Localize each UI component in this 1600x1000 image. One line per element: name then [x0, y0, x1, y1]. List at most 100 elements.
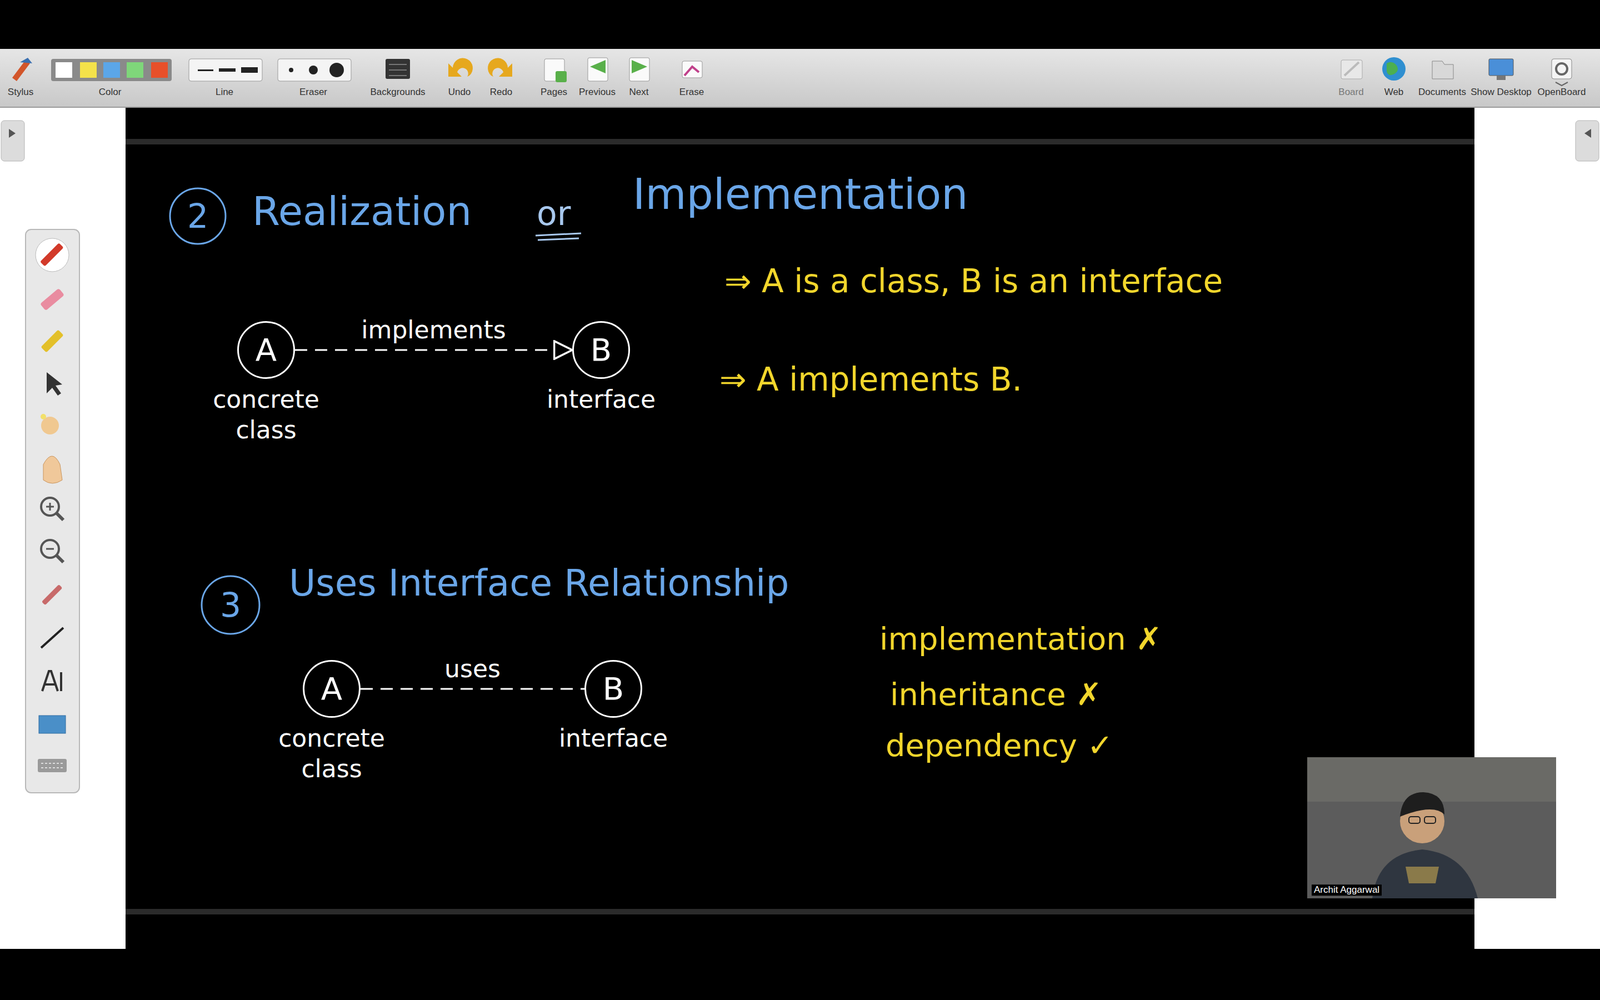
underline [535, 233, 582, 236]
board-rule [125, 138, 1475, 145]
webcam [1424, 816, 1436, 824]
tool-palette [42, 671, 62, 692]
note: inheritance ✗ [890, 676, 1102, 713]
tool-palette [56, 512, 64, 520]
callout-number: 3 [220, 586, 242, 625]
board-rule [125, 138, 1475, 915]
tool-palette [46, 372, 63, 396]
edge-label: uses [441, 655, 504, 684]
toolbar-icon [308, 65, 318, 75]
toolbar-icon [329, 62, 344, 78]
node-letter: A [255, 332, 277, 368]
toolbar-icon [1432, 61, 1454, 79]
toolbar-icon [385, 58, 410, 79]
tool-palette [49, 502, 52, 511]
webcam [1405, 866, 1439, 884]
realization-arrow [295, 349, 573, 352]
side-tab [1, 120, 1599, 162]
screen-frame [0, 0, 1600, 49]
webcam [1400, 792, 1445, 817]
side-tab [1584, 128, 1592, 138]
edge-label: implements [357, 316, 509, 345]
screen-frame [0, 106, 1600, 108]
side-tab [1, 120, 25, 162]
tool-palette [38, 715, 66, 734]
toolbar-icon [20, 57, 33, 64]
tool-palette [41, 767, 64, 769]
toolbar-icon [126, 62, 144, 78]
toolbar-icon [448, 58, 473, 77]
node-letter: A [321, 671, 343, 707]
node-caption: concrete class [193, 383, 339, 445]
toolbar-label: Undo [448, 86, 472, 98]
toolbar-icon [55, 62, 73, 78]
class-circle: Aconcrete class [237, 321, 295, 379]
note: implementation ✗ [879, 621, 1162, 657]
toolbar-icon [629, 57, 650, 82]
tool-palette [37, 758, 67, 773]
callout-number: 2 [187, 197, 209, 236]
toolbar-icon [218, 68, 236, 72]
tool-palette [25, 229, 80, 793]
toolbar-icon [103, 62, 120, 78]
toolbar-icon [1555, 82, 1568, 86]
tool-palette [46, 548, 54, 550]
screen-frame [0, 48, 1600, 108]
node-letter: B [602, 671, 624, 707]
toolbar-icon [151, 62, 168, 78]
toolbar-icon [277, 58, 352, 82]
note: ⇒ A is a class, B is an interface [724, 262, 1223, 300]
toolbar-icon [587, 57, 608, 82]
toolbar-label: Backgrounds [370, 86, 425, 98]
tool-palette [41, 627, 64, 648]
node-caption: interface [541, 722, 686, 754]
tool-palette [35, 238, 69, 272]
toolbar-label: Pages [540, 86, 568, 98]
tool-palette [25, 229, 80, 793]
node-caption: interface [528, 383, 674, 415]
note: ⇒ A implements B. [719, 361, 1023, 399]
toolbar-icon [12, 57, 1572, 86]
toolbar-icon [1551, 58, 1572, 79]
underline [535, 233, 582, 240]
uses-dependency [360, 688, 585, 690]
webcam [1408, 816, 1420, 824]
toolbar-icon [1382, 57, 1406, 81]
toolbar-icon [188, 58, 263, 82]
toolbar-icon [288, 67, 294, 73]
tool-palette [40, 288, 65, 312]
number-circle [201, 576, 260, 634]
toolbar-label: Eraser [299, 86, 328, 98]
toolbar-label: Board [1338, 86, 1364, 98]
tool-palette [41, 584, 63, 605]
node-caption: concrete class [259, 722, 404, 784]
toolbar-icon [51, 58, 172, 82]
toolbar-label: Stylus [7, 86, 34, 98]
webcam [1307, 757, 1557, 899]
toolbar-icon [241, 67, 258, 73]
note: dependency ✓ [885, 727, 1114, 764]
toolbar-icon [12, 60, 30, 82]
toolbar-icon [1344, 62, 1359, 76]
board-rule [125, 908, 1475, 915]
toolbar-label: Show Desktop [1470, 86, 1532, 98]
toolbar-icon [1341, 60, 1363, 79]
section-heading: Uses Interface Relationship [288, 562, 789, 605]
side-tab [1575, 120, 1599, 162]
screen-frame [0, 107, 126, 949]
webcam [1307, 757, 1557, 899]
tool-palette [43, 456, 63, 484]
underline [537, 238, 579, 240]
participant-name: Archit Aggarwal [1311, 884, 1382, 896]
toolbar-label: Web [1384, 86, 1404, 98]
side-tab [8, 128, 16, 138]
toolbar-label: Line [215, 86, 234, 98]
screen-frame [125, 107, 1475, 949]
toolbar-label: Color [98, 86, 122, 98]
toolbar-label: Redo [490, 86, 513, 98]
toolbar-icon [80, 62, 97, 78]
toolbar-icon [682, 61, 703, 78]
toolbar-icon [1556, 63, 1568, 75]
